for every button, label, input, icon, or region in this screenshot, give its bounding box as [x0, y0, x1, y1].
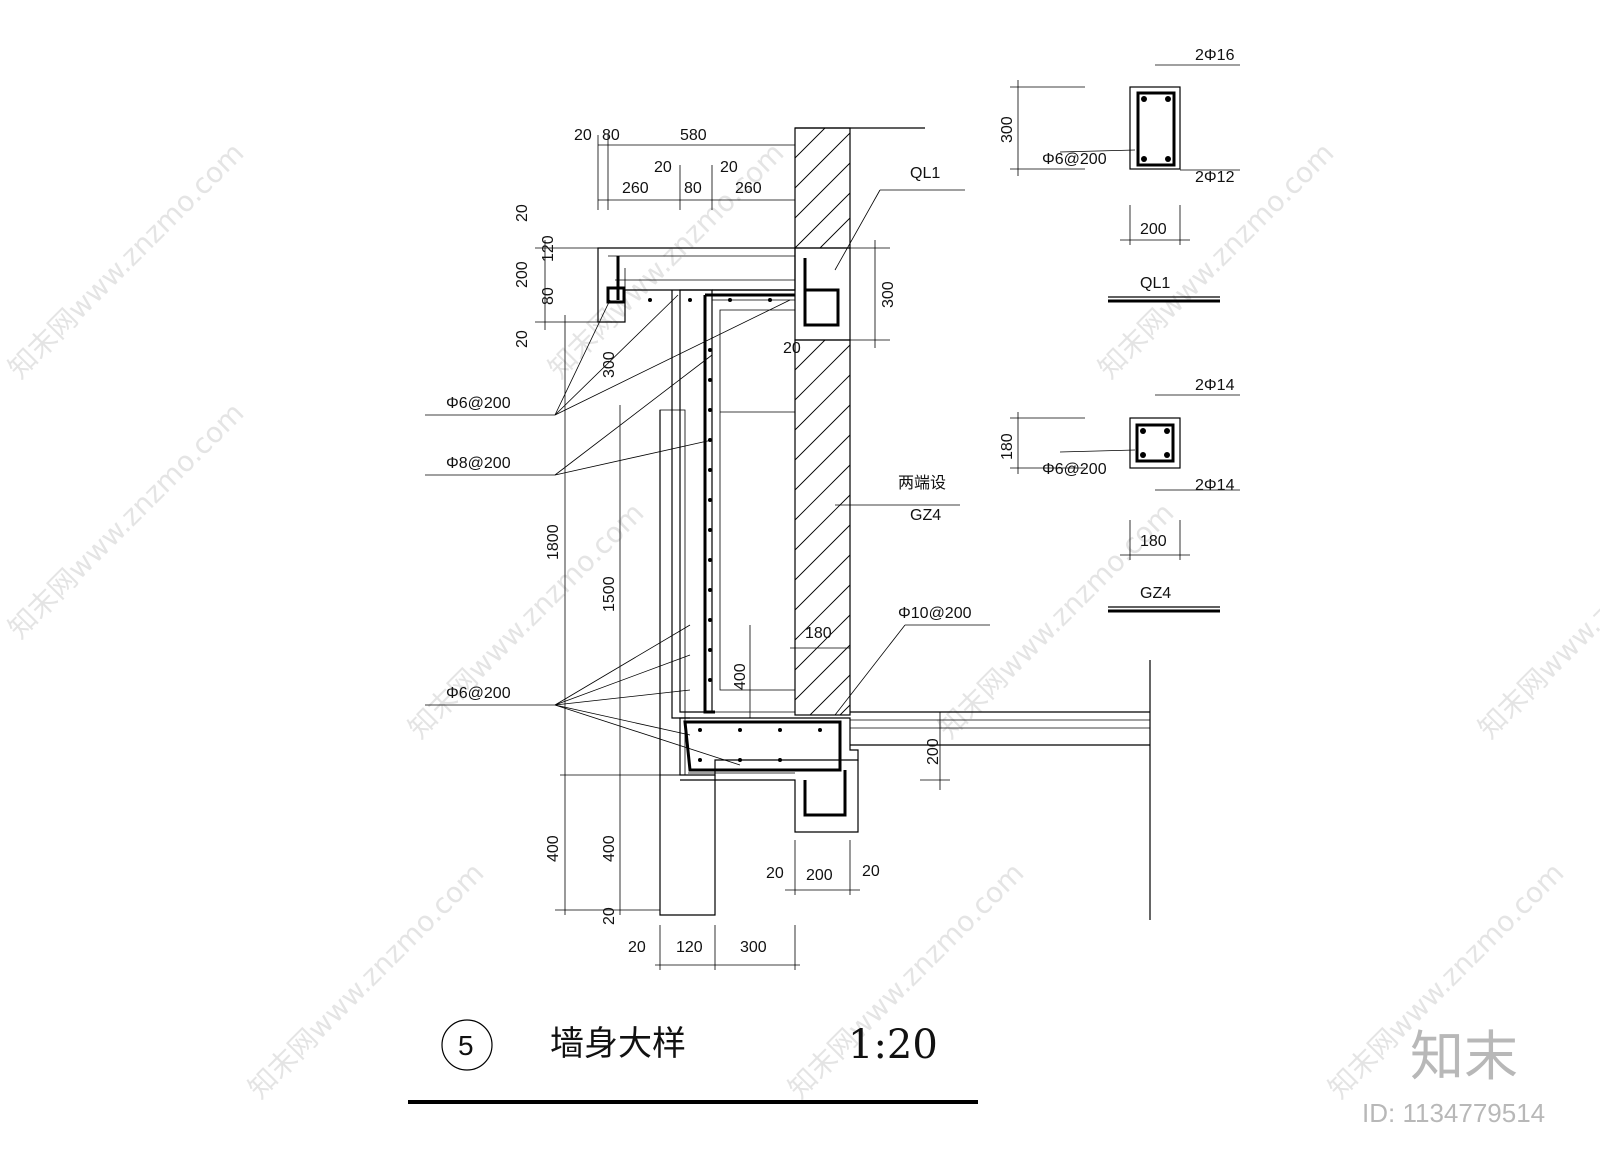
gz4-bottom-bars: 2Φ14: [1195, 477, 1235, 494]
base-slab: [679, 717, 859, 776]
dim-wall-20: 20: [783, 340, 801, 357]
drawing-scale: 1:20: [848, 1022, 938, 1068]
dim-top-80: 80: [602, 127, 620, 144]
image-id: ID: 1134779514: [1362, 1098, 1545, 1128]
rebar-dots: [648, 298, 822, 762]
detail-number: 5: [458, 1030, 474, 1061]
dim-inner-400: 400: [732, 663, 749, 690]
watermark-text: 知末网www.znzmo.com: [2, 136, 251, 385]
dim-left-20a: 20: [514, 204, 531, 222]
brand-logo: 知末: [1410, 1025, 1518, 1088]
label-both-ends: 两端设: [898, 474, 946, 492]
ql1-name: QL1: [1140, 275, 1170, 292]
canopy-edge-bar: [606, 286, 626, 304]
dim-bottom-120: 120: [676, 939, 703, 956]
masonry-wall-lower: [794, 339, 851, 716]
dim-footing-20a: 20: [766, 865, 784, 882]
watermark-layer: 知末网www.znzmo.com 知末网www.znzmo.com 知末网www…: [2, 136, 1600, 1105]
wall-hatching: [794, 127, 851, 716]
ql1-top-bars: 2Φ16: [1195, 47, 1235, 64]
gz4-name: GZ4: [1140, 585, 1171, 602]
dimension-texts: 20 80 580 260 20 80 20 260 20 120 200 80…: [514, 127, 942, 956]
dim-bottom-300: 300: [740, 939, 767, 956]
dim-260-right: 260: [735, 180, 762, 197]
gz4-stirrup: Φ6@200: [1042, 461, 1107, 478]
dim-left-120: 120: [540, 235, 557, 262]
gz4-width: 180: [1140, 533, 1167, 550]
leader-lines: [425, 189, 990, 766]
dim-400a: 400: [545, 835, 562, 862]
dim-footing-20b: 20: [862, 863, 880, 880]
dim-80-mid: 80: [684, 180, 702, 197]
logo-block: 知末 ID: 1134779514: [1362, 1025, 1545, 1128]
label-gz4: GZ4: [910, 507, 941, 524]
label-ql1: QL1: [910, 165, 940, 182]
label-rebar-b: Φ8@200: [446, 455, 511, 472]
watermark-text: 知末网www.znzmo.com: [242, 856, 491, 1105]
watermark-text: 知末网www.znzmo.com: [1472, 496, 1600, 745]
dim-top-580: 580: [680, 127, 707, 144]
dim-1800: 1800: [545, 524, 562, 560]
gz4-height: 180: [999, 433, 1016, 460]
label-rebar-d: Φ10@200: [898, 605, 972, 622]
dim-bottom-20: 20: [628, 939, 646, 956]
dim-top-20: 20: [574, 127, 592, 144]
dim-left-80: 80: [540, 287, 557, 305]
label-rebar-c: Φ6@200: [446, 685, 511, 702]
watermark-text: 知末网www.znzmo.com: [402, 496, 651, 745]
dim-400b: 400: [601, 835, 618, 862]
dim-left-200: 200: [514, 261, 531, 288]
dimension-lines: [535, 128, 950, 970]
ql1-bottom-bars: 2Φ12: [1195, 169, 1235, 186]
dim-20-left: 20: [654, 159, 672, 176]
footing: [680, 760, 859, 833]
dim-slab-200: 200: [925, 738, 942, 765]
drawing-title: 墙身大样: [550, 1024, 686, 1064]
title-block: 5 墙身大样 1:20: [408, 1019, 978, 1104]
label-rebar-a: Φ6@200: [446, 395, 511, 412]
dim-web-300: 300: [601, 351, 618, 378]
dim-footing-200: 200: [806, 867, 833, 884]
dim-1500: 1500: [601, 576, 618, 612]
detail-number-circle: [441, 1019, 493, 1071]
ql1-width: 200: [1140, 221, 1167, 238]
dim-wall-180: 180: [805, 625, 832, 642]
dim-left-20b: 20: [514, 330, 531, 348]
dim-260-left: 260: [622, 180, 649, 197]
ql1-stirrup: Φ6@200: [1042, 151, 1107, 168]
watermark-text: 知末网www.znzmo.com: [2, 396, 251, 645]
masonry-wall-upper: [794, 127, 851, 249]
dim-20-base: 20: [601, 907, 618, 925]
section-gz4: 2Φ14 2Φ14 Φ6@200 180 180 GZ4: [999, 377, 1240, 613]
ql1-height: 300: [999, 116, 1016, 143]
section-ql1: 2Φ16 2Φ12 Φ6@200 300 200 QL1: [999, 47, 1240, 303]
annotation-labels: QL1 两端设 GZ4 Φ6@200 Φ8@200 Φ6@200 Φ10@200: [446, 165, 972, 702]
dim-beam-300: 300: [880, 281, 897, 308]
gz4-top-bars: 2Φ14: [1195, 377, 1235, 394]
dim-20-right: 20: [720, 159, 738, 176]
